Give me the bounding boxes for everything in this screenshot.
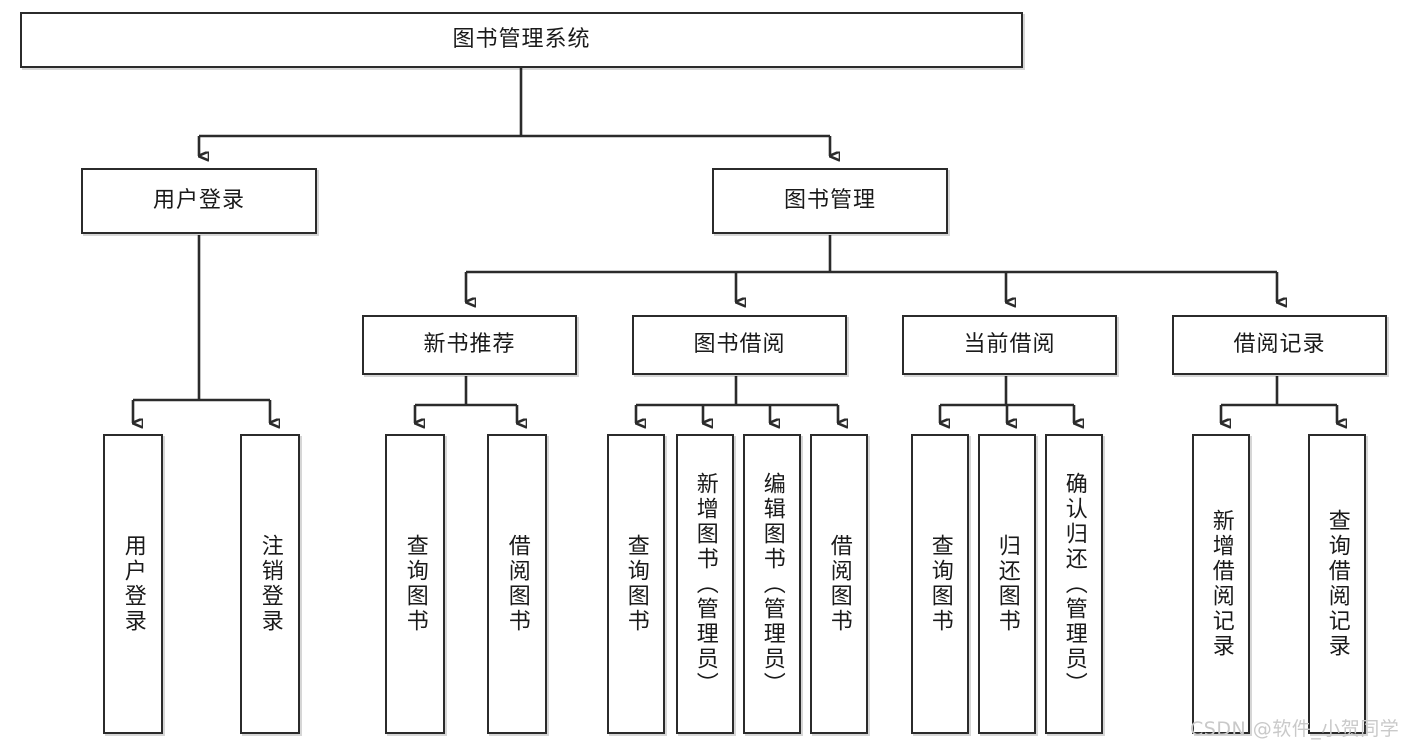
node-label: 当前借阅: [963, 331, 1056, 357]
node-label: 新书推荐: [423, 331, 516, 357]
node-label: 查询图书: [402, 534, 428, 634]
leaf-record-add-borrow-record[interactable]: 新增借阅记录: [1192, 434, 1250, 734]
leaf-new-book-query[interactable]: 查询图书: [385, 434, 445, 734]
leaf-user-login-logout[interactable]: 注销登录: [240, 434, 300, 734]
node-label: 借阅记录: [1233, 331, 1326, 357]
node-label: 用户登录: [120, 534, 146, 634]
node-book-borrow[interactable]: 图书借阅: [632, 315, 847, 375]
leaf-current-return-book[interactable]: 归还图书: [978, 434, 1036, 734]
node-label: 借阅图书: [504, 534, 530, 634]
node-label: 图书借阅: [693, 331, 786, 357]
node-label: 查询图书: [623, 534, 649, 634]
node-label: 用户登录: [152, 187, 245, 213]
leaf-borrow-query-book[interactable]: 查询图书: [607, 434, 665, 734]
node-borrow-record[interactable]: 借阅记录: [1172, 315, 1387, 375]
node-label: 确认归还（管理员）: [1061, 471, 1087, 697]
node-label: 图书管理系统: [452, 26, 591, 52]
leaf-user-login-signin[interactable]: 用户登录: [103, 434, 163, 734]
node-current-borrow[interactable]: 当前借阅: [902, 315, 1117, 375]
node-label: 查询借阅记录: [1324, 509, 1350, 659]
node-root-book-management-system[interactable]: 图书管理系统: [20, 12, 1023, 68]
node-label: 图书管理: [783, 187, 876, 213]
csdn-watermark: CSDN @软件_小贺同学: [1190, 718, 1400, 740]
leaf-current-confirm-return-admin[interactable]: 确认归还（管理员）: [1045, 434, 1103, 734]
node-book-management[interactable]: 图书管理: [712, 168, 948, 234]
node-label: 查询图书: [927, 534, 953, 634]
node-label: 新增图书（管理员）: [692, 471, 718, 697]
leaf-current-query-book[interactable]: 查询图书: [911, 434, 969, 734]
node-new-book-recommend[interactable]: 新书推荐: [362, 315, 577, 375]
leaf-borrow-edit-book-admin[interactable]: 编辑图书（管理员）: [743, 434, 801, 734]
node-label: 归还图书: [994, 534, 1020, 634]
leaf-record-query-borrow-record[interactable]: 查询借阅记录: [1308, 434, 1366, 734]
node-label: 新增借阅记录: [1208, 509, 1234, 659]
leaf-borrow-borrow-book[interactable]: 借阅图书: [810, 434, 868, 734]
node-label: 借阅图书: [826, 534, 852, 634]
leaf-new-book-borrow[interactable]: 借阅图书: [487, 434, 547, 734]
node-label: 编辑图书（管理员）: [759, 471, 785, 697]
node-user-login[interactable]: 用户登录: [81, 168, 317, 234]
leaf-borrow-add-book-admin[interactable]: 新增图书（管理员）: [676, 434, 734, 734]
node-label: 注销登录: [257, 534, 283, 634]
